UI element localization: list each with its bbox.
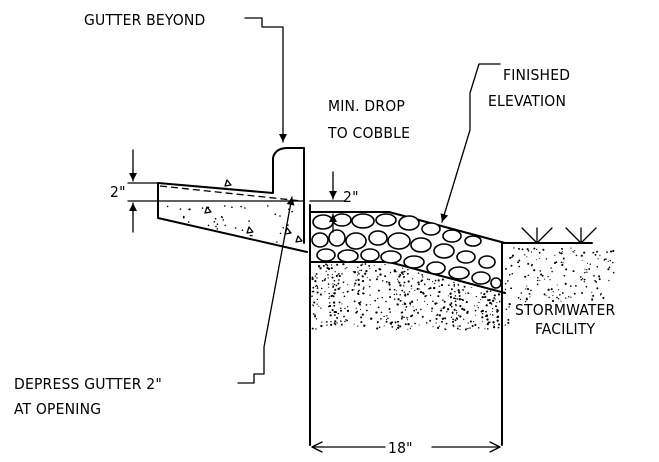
stormwater-label-line1: STORMWATER — [515, 301, 615, 319]
finished-elevation-label-line2: ELEVATION — [488, 92, 566, 110]
min-drop-label-line1: MIN. DROP — [328, 97, 405, 115]
cobble-layer — [309, 211, 506, 294]
dimension-facility-width: 18" — [311, 439, 501, 457]
dimension-gutter-depress: 2" — [110, 149, 159, 233]
gutter-beyond-label: GUTTER BEYOND — [84, 11, 205, 29]
depress-gutter-label-line1: DEPRESS GUTTER 2" — [14, 375, 162, 393]
dimension-drop-to-cobble: 2" — [309, 171, 359, 233]
min-drop-label-line2: TO COBBLE — [327, 124, 410, 142]
stormwater-label-line2: FACILITY — [535, 320, 596, 338]
gutter-depress-dimension-label: 2" — [110, 183, 126, 201]
facility-boundary — [309, 204, 597, 446]
finished-elevation-label-line1: FINISHED — [503, 66, 570, 84]
concrete-gutter — [157, 147, 308, 253]
leader-lines — [237, 17, 501, 384]
facility-width-dimension-label: 18" — [388, 439, 413, 457]
depress-gutter-label-line2: AT OPENING — [14, 400, 101, 418]
soil-fill-region — [311, 247, 615, 331]
drop-dimension-label: 2" — [343, 188, 359, 206]
